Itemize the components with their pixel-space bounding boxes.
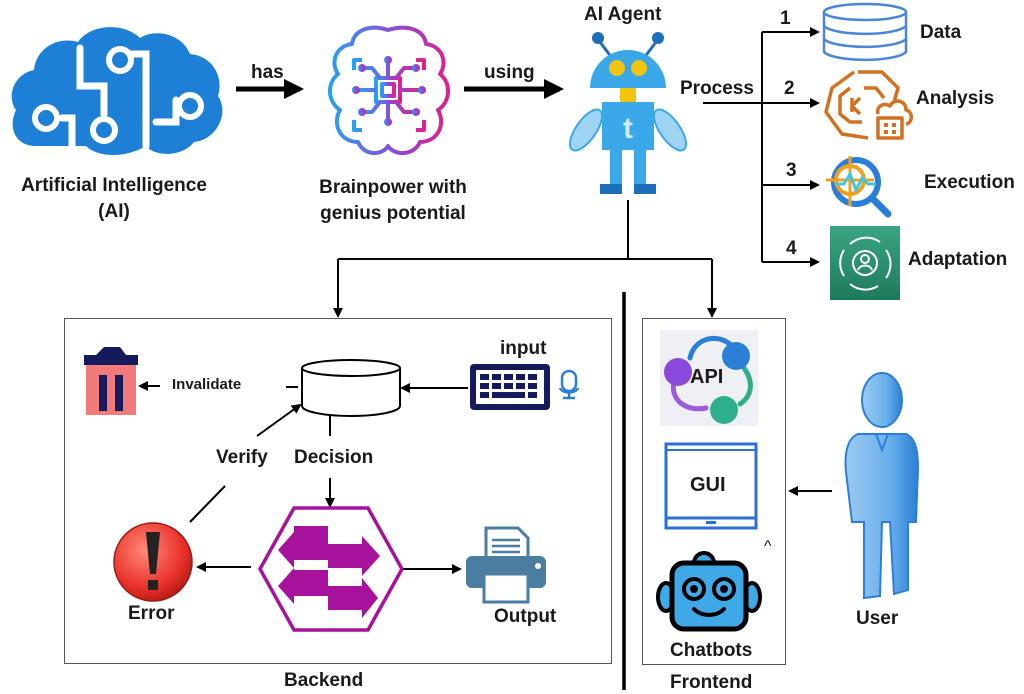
step-label-data: Data xyxy=(920,22,962,43)
api-icon xyxy=(660,330,758,426)
monitor-search-icon xyxy=(824,150,900,220)
step-label-analysis: Analysis xyxy=(916,88,995,109)
gui-label: GUI xyxy=(690,474,726,496)
edge-label-has: has xyxy=(251,62,284,83)
edge-label-using: using xyxy=(484,62,535,83)
printer-icon xyxy=(462,526,550,606)
adaptation-cycle-icon xyxy=(830,226,900,300)
kubernetes-analysis-icon xyxy=(822,68,916,142)
agent-label: AI Agent xyxy=(584,4,662,25)
chatbot-icon xyxy=(656,545,766,635)
keyboard-icon xyxy=(468,362,552,412)
backend-title: Backend xyxy=(284,670,364,691)
invalidate-label: Invalidate xyxy=(172,376,242,393)
microphone-icon xyxy=(558,368,580,400)
verify-line-lower xyxy=(189,485,226,523)
ai-label-line2: (AI) xyxy=(98,201,130,222)
step-number-2: 2 xyxy=(784,78,795,99)
switch-hexagon-icon xyxy=(257,506,405,632)
decision-label: Decision xyxy=(294,447,374,468)
brain-label-line1: Brainpower with xyxy=(319,177,467,198)
user-figure-icon xyxy=(838,372,920,604)
ai-label-line1: Artificial Intelligence xyxy=(21,175,207,196)
step-label-adaptation: Adaptation xyxy=(908,249,1008,270)
edge-label-process: Process xyxy=(680,78,754,99)
error-label: Error xyxy=(128,603,175,624)
frontend-panel xyxy=(642,318,786,665)
step-label-execution: Execution xyxy=(924,172,1015,193)
backend-panel xyxy=(64,318,612,664)
step-number-3: 3 xyxy=(786,160,797,181)
step-number-4: 4 xyxy=(786,238,797,259)
ai-cloud-icon xyxy=(6,18,228,158)
decision-database-icon xyxy=(300,358,402,418)
brain-chip-icon xyxy=(324,22,454,158)
error-icon xyxy=(112,520,194,604)
input-label: input xyxy=(500,338,547,359)
svg-text:t: t xyxy=(623,112,633,145)
trash-icon xyxy=(82,345,140,417)
chatbots-label: Chatbots xyxy=(670,640,753,661)
database-icon xyxy=(820,2,910,64)
step-number-1: 1 xyxy=(780,8,791,29)
frontend-title: Frontend xyxy=(670,672,753,693)
arrow-verify xyxy=(256,403,302,437)
output-label: Output xyxy=(494,606,557,627)
gui-tablet-icon xyxy=(664,442,758,530)
ai-agent-robot-icon: t xyxy=(560,30,695,200)
user-label: User xyxy=(856,608,899,629)
api-label: API xyxy=(690,366,724,388)
brain-label-line2: genius potential xyxy=(320,203,466,224)
chatbot-caret: ^ xyxy=(764,538,772,555)
verify-label: Verify xyxy=(216,447,268,468)
